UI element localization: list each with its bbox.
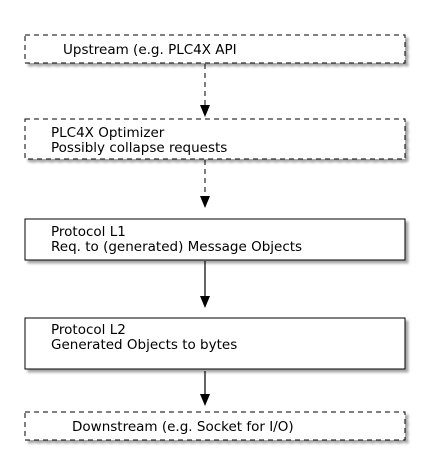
node-downstream-label: Downstream (e.g. Socket for I/O) [72,419,294,435]
node-upstream: Upstream (e.g. PLC4X API [24,34,406,64]
node-upstream-label: Upstream (e.g. PLC4X API [63,42,237,58]
node-protocol-l1-description: Req. to (generated) Message Objects [51,239,302,255]
node-protocol-l2-title: Protocol L2 [51,322,126,338]
node-protocol-l1-title: Protocol L1 [51,224,126,240]
arrowhead-icon [200,196,210,208]
node-protocol-l2-description: Generated Objects to bytes [51,337,237,353]
edge-upstream-to-optimizer [200,64,210,117]
node-optimizer-title: PLC4X Optimizer [51,125,165,141]
node-protocol-l1: Protocol L1 Req. to (generated) Message … [24,218,406,261]
edge-optimizer-to-protocol-l1 [200,160,210,208]
node-optimizer: PLC4X Optimizer Possibly collapse reques… [24,118,406,160]
node-protocol-l2: Protocol L2 Generated Objects to bytes [24,317,406,370]
arrowhead-icon [200,296,210,308]
arrowhead-icon [200,105,210,117]
arrowhead-icon [200,394,210,406]
edge-protocol-l2-to-downstream [200,371,210,406]
edge-protocol-l1-to-protocol-l2 [200,261,210,308]
node-downstream: Downstream (e.g. Socket for I/O) [24,411,406,441]
node-optimizer-description: Possibly collapse requests [51,140,227,156]
